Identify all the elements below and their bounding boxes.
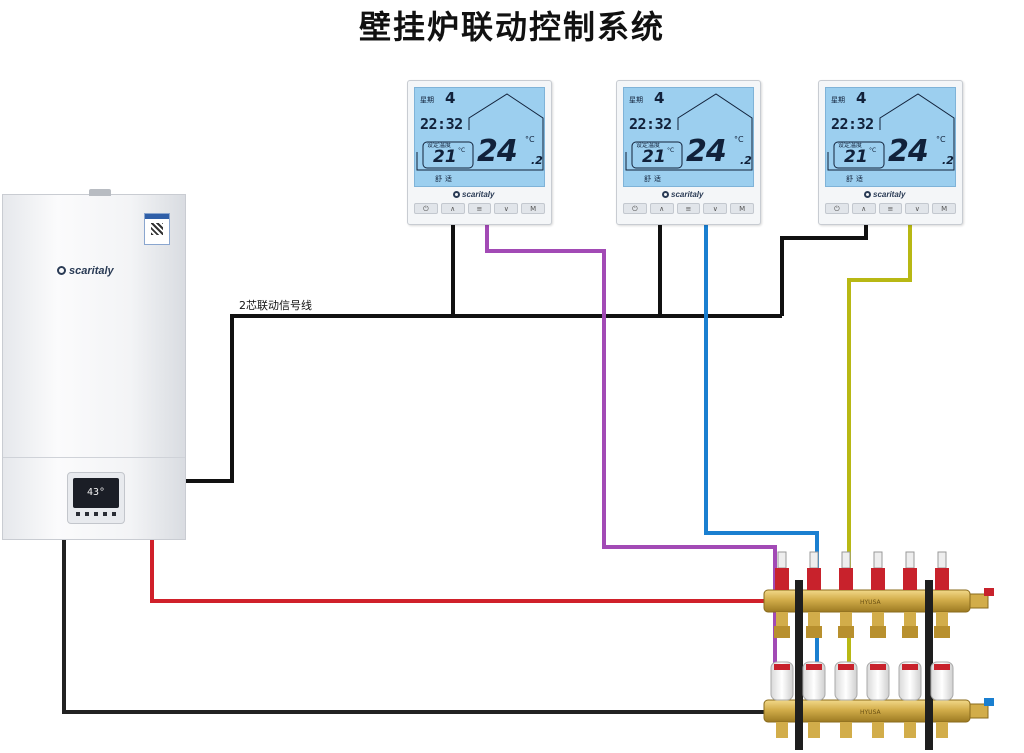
week-day: 4: [445, 89, 456, 107]
house-outline-icon: [625, 93, 753, 171]
room-temp-value: 24: [686, 134, 727, 169]
set-temp-label: 设定温度: [427, 142, 452, 149]
set-temp-unit: °C: [458, 147, 466, 154]
room-temp-decimal: .2: [740, 154, 752, 167]
signal-wire-label: 2芯联动信号线: [239, 299, 312, 312]
house-outline-icon: [827, 93, 955, 171]
room-temp-unit: °C: [936, 135, 946, 144]
down-button[interactable]: ∨: [905, 203, 930, 214]
house-outline-icon: [416, 93, 544, 171]
thermostat-brand: scaritaly: [873, 190, 906, 199]
manifold: HYUSA HYUSA: [763, 551, 994, 750]
clock-time: 22:32: [629, 115, 672, 133]
yellow-control-wire: [847, 218, 912, 668]
brand-logo-icon: [864, 191, 871, 198]
thermostat-3: 星期 4 22:32 设定温度 21 °C 24 °C .2 舒适 scarit…: [818, 80, 963, 225]
set-temp-label: 设定温度: [838, 142, 863, 149]
thermostat-keys: ⏻ ∧ ≡ ∨ M: [414, 203, 545, 214]
set-temp-value: 21: [642, 147, 666, 167]
week-day: 4: [856, 89, 867, 107]
brand-logo-icon: [662, 191, 669, 198]
power-button[interactable]: ⏻: [623, 203, 647, 214]
mode-button[interactable]: M: [521, 203, 545, 214]
menu-button[interactable]: ≡: [878, 203, 903, 214]
mode-button[interactable]: M: [730, 203, 754, 214]
supply-pipe: [150, 540, 766, 603]
flow-meters: [774, 551, 950, 638]
room-temp-value: 24: [477, 134, 518, 169]
boiler-display: 43°: [73, 478, 119, 508]
mode-label: 舒适: [644, 175, 664, 183]
mode-button[interactable]: M: [932, 203, 956, 214]
qr-label: [144, 213, 170, 245]
room-temp-unit: °C: [525, 135, 535, 144]
thermostat-keys: ⏻ ∧ ≡ ∨ M: [825, 203, 956, 214]
up-button[interactable]: ∧: [440, 203, 465, 214]
boiler-buttons: [76, 512, 116, 516]
set-temp-unit: °C: [667, 147, 675, 154]
week-label: 星期: [420, 96, 434, 104]
up-button[interactable]: ∧: [851, 203, 876, 214]
thermostat-brand: scaritaly: [671, 190, 704, 199]
mode-label: 舒适: [435, 175, 455, 183]
signal-wire: [184, 224, 868, 483]
thermostat-2: 星期 4 22:32 设定温度 21 °C 24 °C .2 舒适 scarit…: [616, 80, 761, 225]
wall-boiler: scaritaly 43°: [2, 189, 186, 540]
flue-outlet: [89, 189, 111, 196]
boiler-control-panel: 43°: [67, 472, 125, 524]
thermostat-lcd: 星期 4 22:32 设定温度 21 °C 24 °C .2 舒适: [623, 87, 754, 187]
brand-logo-icon: [57, 266, 66, 275]
thermostat-keys: ⏻ ∧ ≡ ∨ M: [623, 203, 754, 214]
mode-label: 舒适: [846, 175, 866, 183]
menu-button[interactable]: ≡: [467, 203, 492, 214]
down-button[interactable]: ∨: [494, 203, 519, 214]
down-button[interactable]: ∨: [703, 203, 728, 214]
set-temp-unit: °C: [869, 147, 877, 154]
power-button[interactable]: ⏻: [414, 203, 438, 214]
diagram-title: 壁挂炉联动控制系统: [358, 8, 665, 46]
power-button[interactable]: ⏻: [825, 203, 849, 214]
week-label: 星期: [831, 96, 845, 104]
up-button[interactable]: ∧: [649, 203, 674, 214]
return-pipe: [62, 540, 766, 714]
thermostat-lcd: 星期 4 22:32 设定温度 21 °C 24 °C .2 舒适: [825, 87, 956, 187]
clock-time: 22:32: [420, 115, 463, 133]
manifold-brand-bottom: HYUSA: [860, 709, 881, 716]
brand-logo-icon: [453, 191, 460, 198]
set-temp-value: 21: [433, 147, 457, 167]
manifold-brand-top: HYUSA: [860, 599, 881, 606]
clock-time: 22:32: [831, 115, 874, 133]
set-temp-value: 21: [844, 147, 868, 167]
room-temp-unit: °C: [734, 135, 744, 144]
purple-control-wire: [485, 224, 777, 668]
room-temp-decimal: .2: [531, 154, 543, 167]
actuators: [770, 661, 954, 738]
room-temp-value: 24: [888, 134, 929, 169]
thermostat-brand: scaritaly: [462, 190, 495, 199]
week-day: 4: [654, 89, 665, 107]
menu-button[interactable]: ≡: [676, 203, 701, 214]
end-valves: [969, 588, 994, 719]
thermostat-lcd: 星期 4 22:32 设定温度 21 °C 24 °C .2 舒适: [414, 87, 545, 187]
room-temp-decimal: .2: [942, 154, 954, 167]
week-label: 星期: [629, 96, 643, 104]
boiler-brand: scaritaly: [69, 265, 114, 277]
boiler-divider: [3, 457, 185, 458]
set-temp-label: 设定温度: [636, 142, 661, 149]
thermostat-1: 星期 4 22:32 设定温度 21 °C 24 °C .2 舒适 scarit…: [407, 80, 552, 225]
